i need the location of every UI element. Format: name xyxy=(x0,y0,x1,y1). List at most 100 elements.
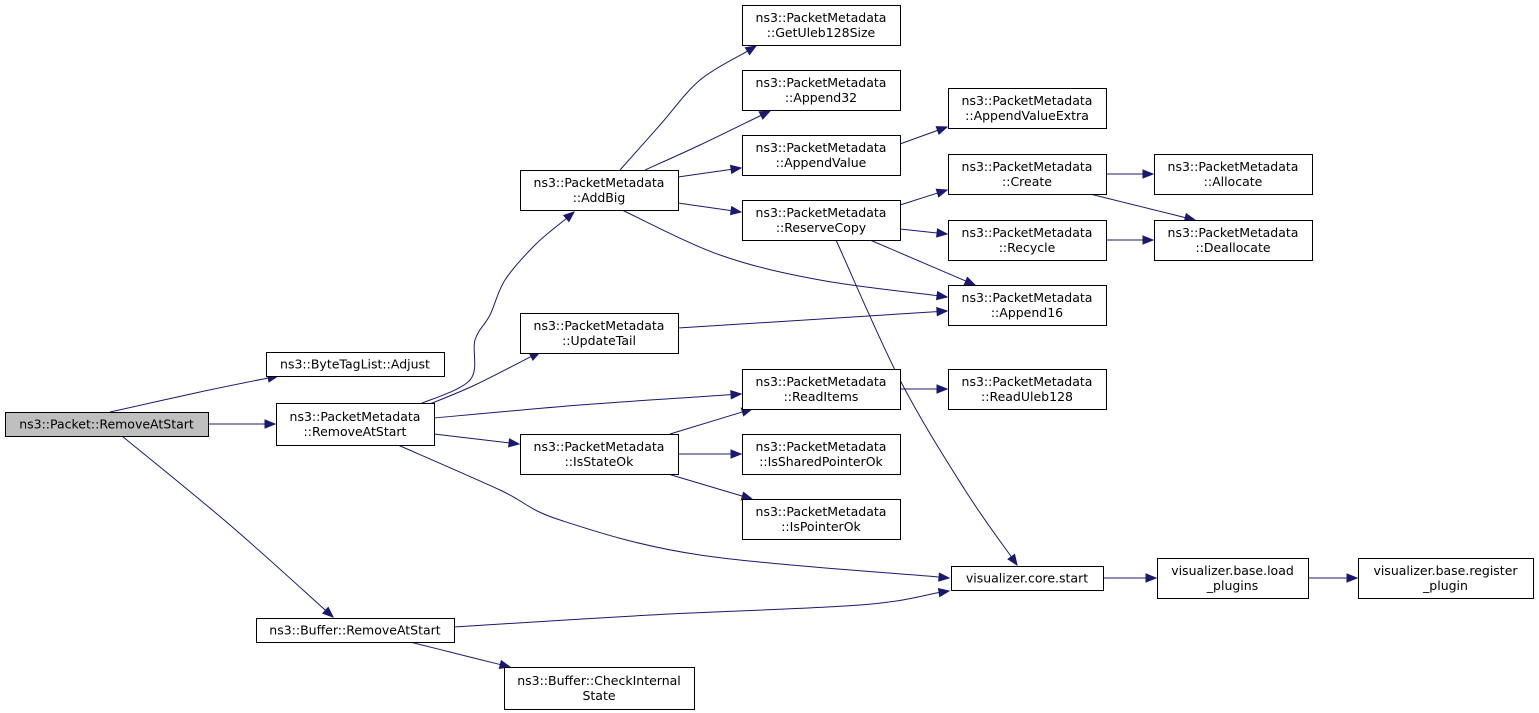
arrowhead-icon xyxy=(1007,553,1018,567)
edge-line xyxy=(899,129,938,145)
edge-line xyxy=(433,433,510,444)
node-pm-create[interactable]: ns3::PacketMetadata::Create xyxy=(948,154,1107,195)
node-label-line: ns3::Buffer::CheckInternal xyxy=(517,673,681,688)
edge-line xyxy=(121,435,326,611)
arrowhead-icon xyxy=(935,290,949,301)
node-label-line: ::Append32 xyxy=(785,90,857,105)
edge-pm_addbig-to-pm_append16 xyxy=(621,209,949,301)
edge-line xyxy=(669,411,743,435)
node-pm-append32[interactable]: ns3::PacketMetadata::Append32 xyxy=(742,70,901,111)
edge-pm_addbig-to-pm_reservecopy xyxy=(677,202,743,216)
node-label-line: ::UpdateTail xyxy=(562,333,636,348)
node-label-line: ns3::PacketMetadata xyxy=(1168,159,1299,174)
node-box xyxy=(256,618,455,643)
node-label-line: ::IsStateOk xyxy=(565,454,635,469)
node-pm-appendvalue[interactable]: ns3::PacketMetadata::AppendValue xyxy=(742,135,901,176)
node-pm-deallocate[interactable]: ns3::PacketMetadata::Deallocate xyxy=(1154,220,1313,261)
node-label-line: ::AddBig xyxy=(573,190,626,205)
node-pm-readuleb[interactable]: ns3::PacketMetadata::ReadUleb128 xyxy=(948,369,1107,410)
node-pm-issharedptr[interactable]: ns3::PacketMetadata::IsSharedPointerOk xyxy=(742,434,901,475)
edge-line xyxy=(869,239,967,282)
arrowhead-icon xyxy=(937,587,951,598)
edge-pm_appendvalue-to-pm_appendvalextra xyxy=(899,126,949,145)
arrowhead-icon xyxy=(1346,573,1359,583)
node-label-line: ns3::PacketMetadata xyxy=(962,374,1093,389)
node-label-line: ns3::PacketMetadata xyxy=(756,10,887,25)
node-label-line: visualizer.base.load xyxy=(1171,563,1294,578)
node-vis-core-start[interactable]: visualizer.core.start xyxy=(951,566,1104,591)
edge-line xyxy=(429,356,532,405)
node-pm-addbig[interactable]: ns3::PacketMetadata::AddBig xyxy=(520,170,679,211)
node-pkt-remove[interactable]: ns3::Packet::RemoveAtStart xyxy=(5,412,209,437)
node-box xyxy=(951,566,1104,591)
node-label-line: ::IsSharedPointerOk xyxy=(759,454,883,469)
edge-pkt_remove-to-buf_remove xyxy=(121,435,335,618)
edge-vis_core_start-to-vis_load_plugins xyxy=(1103,573,1158,583)
node-label-line: ::ReserveCopy xyxy=(776,220,867,235)
node-label-line: ::Allocate xyxy=(1204,174,1263,189)
arrowhead-icon xyxy=(1142,235,1155,245)
edge-pm_addbig-to-pm_append32 xyxy=(644,110,772,171)
edge-line xyxy=(644,114,762,171)
edge-line xyxy=(433,394,732,419)
node-label-line: ns3::PacketMetadata xyxy=(1168,225,1299,240)
edge-pm_create-to-pm_allocate xyxy=(1106,169,1155,179)
arrowhead-icon xyxy=(740,491,754,501)
node-buf-remove[interactable]: ns3::Buffer::RemoveAtStart xyxy=(256,618,455,643)
node-box xyxy=(520,170,679,211)
edge-line xyxy=(677,202,732,212)
node-label-line: ns3::PacketMetadata xyxy=(756,439,887,454)
node-label-line: ::ReadItems xyxy=(784,389,859,404)
edge-line xyxy=(621,209,938,297)
arrowhead-icon xyxy=(562,211,576,223)
node-vis-load-plugins[interactable]: visualizer.base.load_plugins xyxy=(1157,558,1309,599)
arrowhead-icon xyxy=(935,126,949,136)
arrowhead-icon xyxy=(729,164,743,175)
node-label-line: ns3::PacketMetadata xyxy=(290,409,421,424)
node-box xyxy=(520,313,679,354)
node-pm-appendvalextra[interactable]: ns3::PacketMetadata::AppendValueExtra xyxy=(948,88,1107,129)
node-pm-getuleb[interactable]: ns3::PacketMetadata::GetUleb128Size xyxy=(742,5,901,46)
node-pm-recycle[interactable]: ns3::PacketMetadata::Recycle xyxy=(948,220,1107,261)
node-vis-register-plugin[interactable]: visualizer.base.register_plugin xyxy=(1358,558,1534,599)
node-label-line: ns3::PacketMetadata xyxy=(534,318,665,333)
node-box xyxy=(742,5,901,46)
node-pm-isstateok[interactable]: ns3::PacketMetadata::IsStateOk xyxy=(520,434,679,475)
node-pm-reservecopy[interactable]: ns3::PacketMetadata::ReserveCopy xyxy=(742,200,901,241)
node-pm-remove[interactable]: ns3::PacketMetadata::RemoveAtStart xyxy=(276,403,435,446)
edge-pm_reservecopy-to-pm_create xyxy=(899,188,949,206)
edge-pm_isstateok-to-pm_readitems xyxy=(669,407,754,435)
node-pm-readitems[interactable]: ns3::PacketMetadata::ReadItems xyxy=(742,369,901,410)
node-label-line: ns3::PacketMetadata xyxy=(962,159,1093,174)
arrowhead-icon xyxy=(744,45,758,56)
arrowhead-icon xyxy=(264,419,277,429)
arrowhead-icon xyxy=(936,306,949,317)
edge-line xyxy=(677,311,938,329)
edge-buf_remove-to-vis_core_start xyxy=(453,587,951,628)
node-box xyxy=(1154,154,1313,195)
node-pm-updatetail[interactable]: ns3::PacketMetadata::UpdateTail xyxy=(520,313,679,354)
node-label-line: ns3::PacketMetadata xyxy=(962,93,1093,108)
edge-pkt_remove-to-btl_adjust xyxy=(109,373,280,413)
edge-line xyxy=(397,444,940,578)
arrowhead-icon xyxy=(730,389,743,400)
node-label-line: _plugin xyxy=(1422,578,1468,593)
node-btl-adjust[interactable]: ns3::ByteTagList::Adjust xyxy=(266,352,445,377)
node-pm-isptrok[interactable]: ns3::PacketMetadata::IsPointerOk xyxy=(742,499,901,540)
arrowhead-icon xyxy=(936,228,949,238)
edge-pm_readitems-to-pm_readuleb xyxy=(900,384,949,394)
node-label-line: ns3::PacketMetadata xyxy=(962,290,1093,305)
edge-pm_reservecopy-to-pm_recycle xyxy=(899,228,949,238)
edge-pm_addbig-to-pm_getuleb xyxy=(619,45,758,171)
node-label-line: ns3::PacketMetadata xyxy=(756,205,887,220)
node-pm-allocate[interactable]: ns3::PacketMetadata::Allocate xyxy=(1154,154,1313,195)
edge-pm_updatetail-to-pm_append16 xyxy=(677,306,949,329)
edge-line xyxy=(453,592,940,628)
node-pm-append16[interactable]: ns3::PacketMetadata::Append16 xyxy=(948,285,1107,326)
node-label-line: visualizer.base.register xyxy=(1373,563,1518,578)
node-box xyxy=(276,403,435,446)
edge-pm_reservecopy-to-vis_core_start xyxy=(835,239,1018,567)
node-label-line: ::ReadUleb128 xyxy=(981,389,1073,404)
node-box xyxy=(520,434,679,475)
